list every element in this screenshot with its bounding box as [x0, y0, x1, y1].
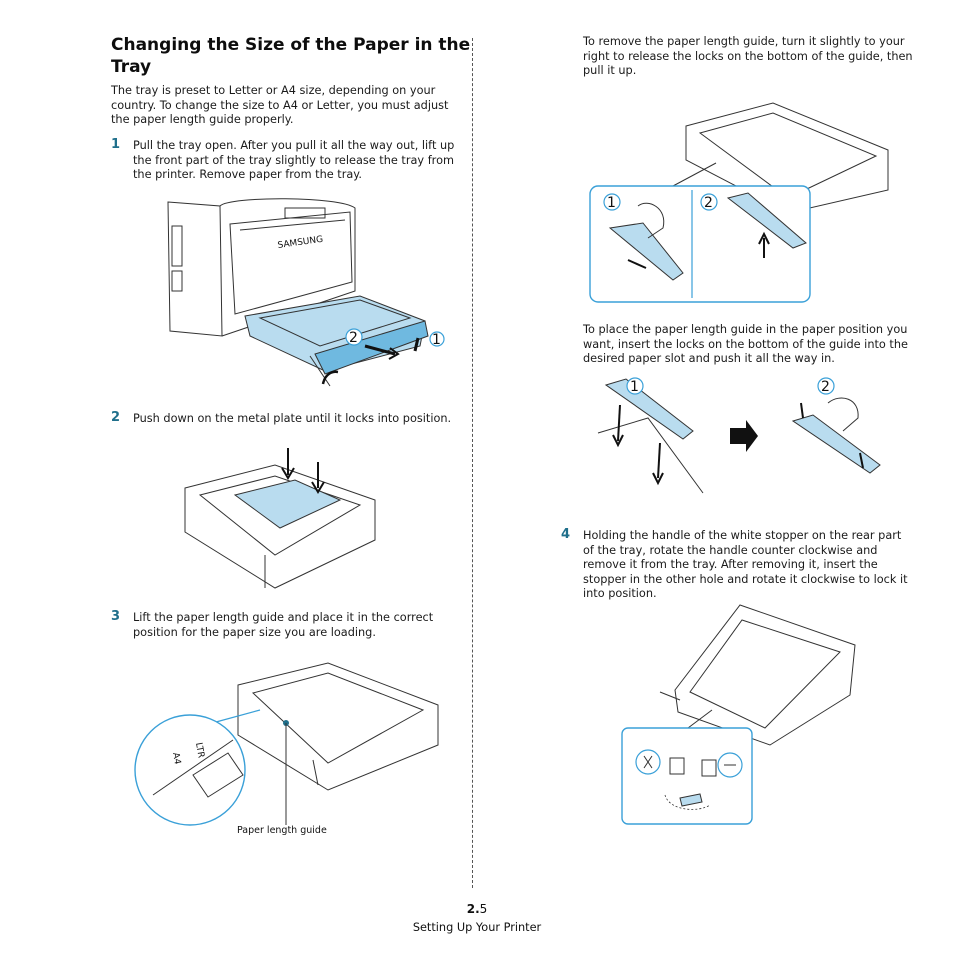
step-1-text: Pull the tray open. After you pull it al…	[133, 139, 455, 182]
remove-guide-illustration: 1 2	[589, 102, 889, 303]
page-heading: Changing the Size of the Paper in the Tr…	[111, 35, 471, 77]
step-3-text: Lift the paper length guide and place it…	[133, 611, 434, 639]
page-number: 2.5	[0, 902, 954, 916]
stopper-illustration	[621, 604, 856, 825]
step-1-number: 1	[111, 137, 121, 152]
tray-metal-plate-illustration	[184, 448, 376, 589]
place-guide-illustration: 1 2	[597, 377, 881, 494]
remove-callout-2: 2	[704, 195, 713, 211]
step-2-number: 2	[111, 410, 121, 425]
page-index: 5	[479, 902, 488, 916]
step-3-number: 3	[111, 609, 121, 624]
remove-guide-paragraph: To remove the paper length guide, turn i…	[583, 35, 913, 78]
printer-tray-illustration: SAMSUNG 2 1	[167, 198, 445, 387]
intro-paragraph: The tray is preset to Letter or A4 size,…	[111, 84, 449, 127]
place-callout-1: 1	[630, 379, 639, 395]
step-4-number: 4	[561, 527, 571, 542]
place-callout-2: 2	[821, 379, 830, 395]
column-divider	[472, 38, 473, 888]
a4-marking: A4	[170, 752, 182, 766]
chapter-number: 2.	[466, 902, 480, 916]
callout-2: 2	[349, 330, 358, 346]
step-4-text: Holding the handle of the white stopper …	[583, 529, 908, 601]
remove-callout-1: 1	[607, 195, 616, 211]
callout-1: 1	[432, 332, 441, 348]
section-title: Setting Up Your Printer	[412, 921, 542, 934]
paper-length-guide-illustration: LTR A4	[134, 662, 439, 826]
place-guide-paragraph: To place the paper length guide in the p…	[583, 323, 908, 366]
ltr-marking: LTR	[193, 742, 206, 759]
paper-length-guide-label: Paper length guide	[237, 825, 327, 836]
samsung-logo: SAMSUNG	[277, 235, 324, 251]
step-2-text: Push down on the metal plate until it lo…	[133, 412, 452, 425]
